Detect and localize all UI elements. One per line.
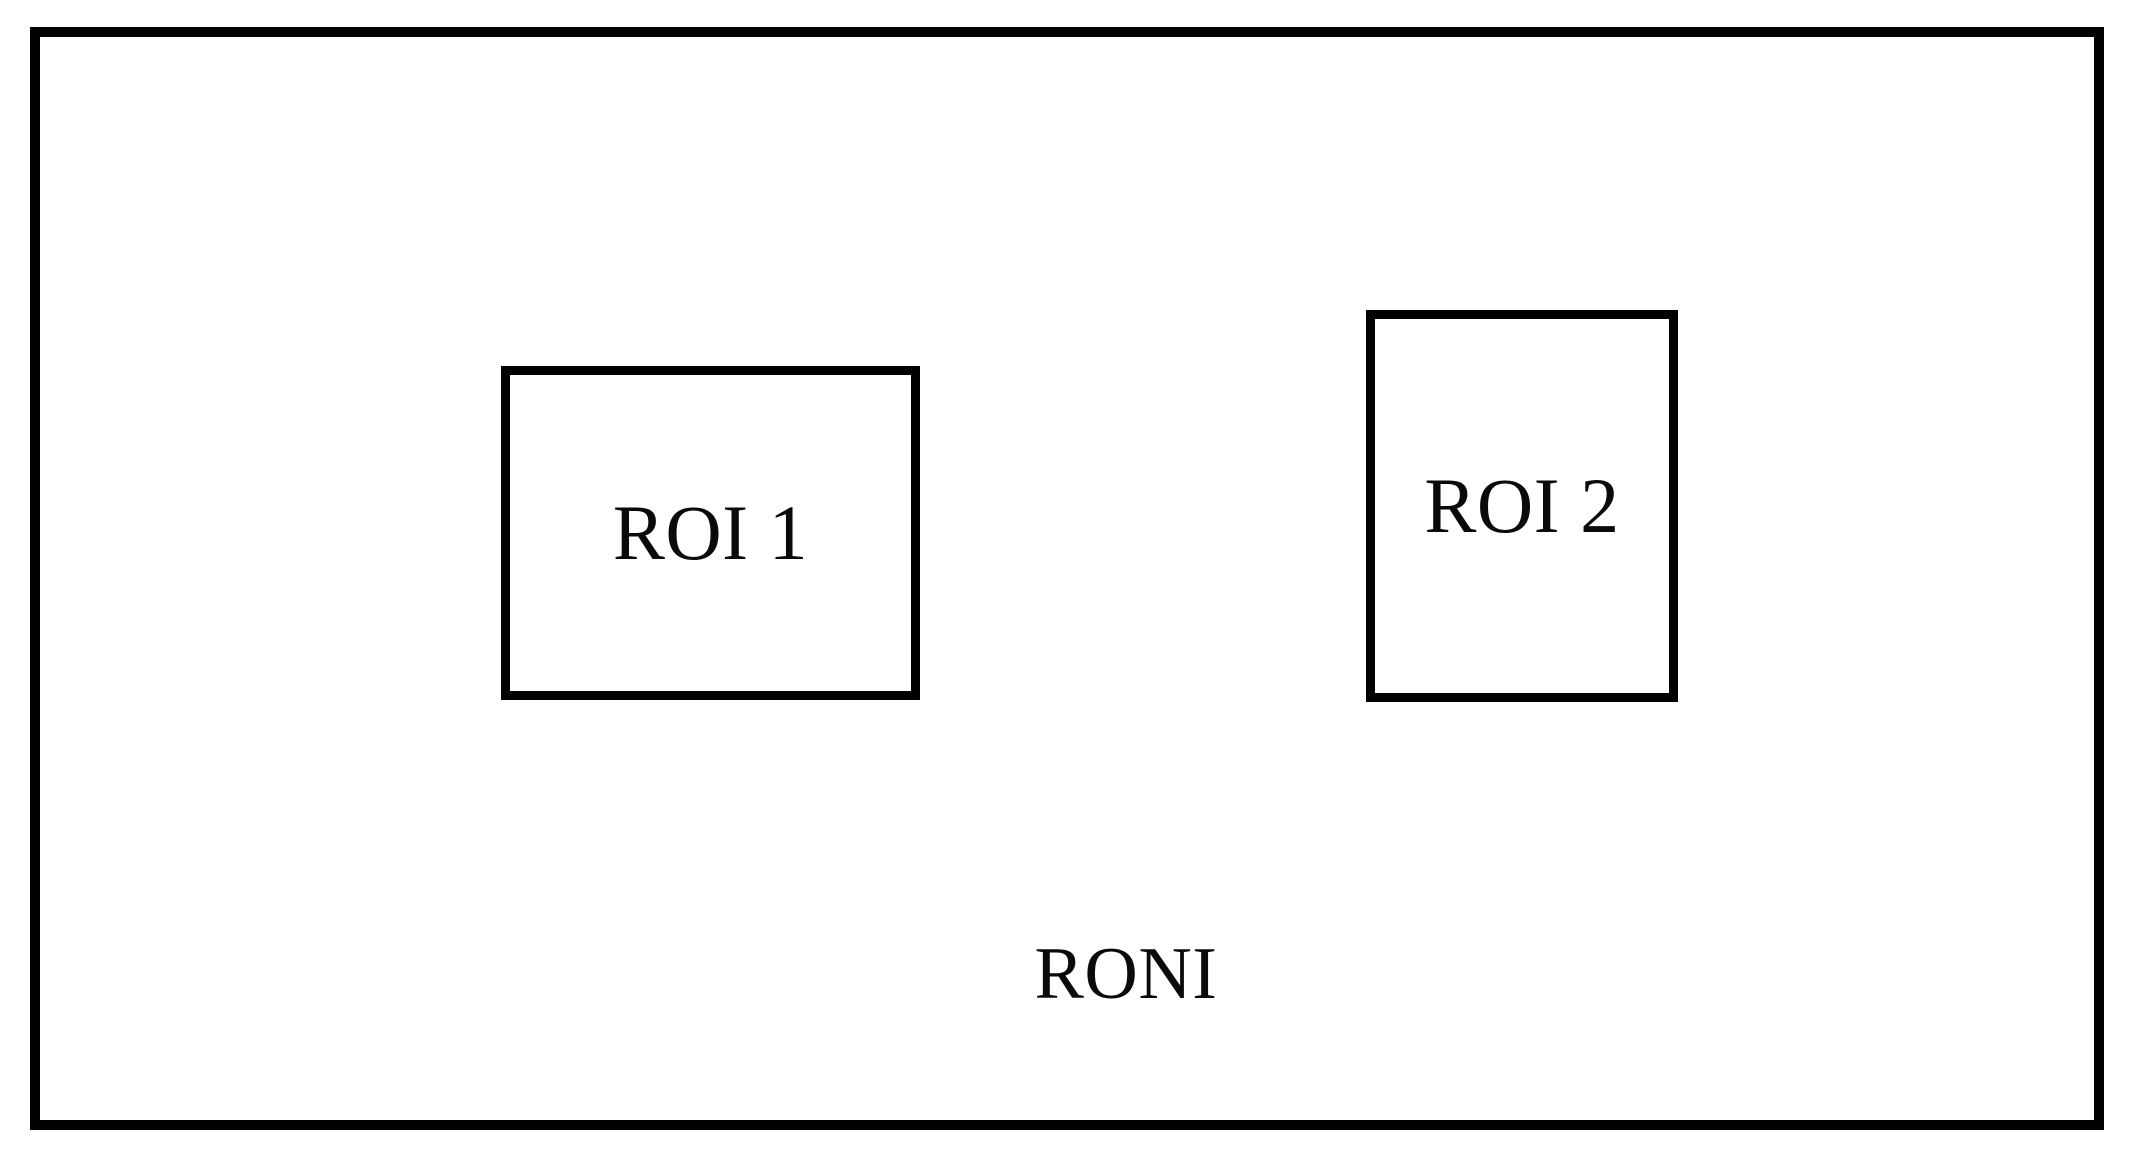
roni-label: RONI [1034,933,1218,1015]
roni-label-wrapper: RONI [40,937,2094,1011]
roni-region-outer-frame: ROI 1 ROI 2 RONI [30,27,2104,1130]
roi-1-box[interactable]: ROI 1 [501,366,920,700]
roi-2-label: ROI 2 [1424,462,1620,549]
roi-2-box[interactable]: ROI 2 [1366,310,1678,702]
roi-1-label: ROI 1 [612,489,809,576]
